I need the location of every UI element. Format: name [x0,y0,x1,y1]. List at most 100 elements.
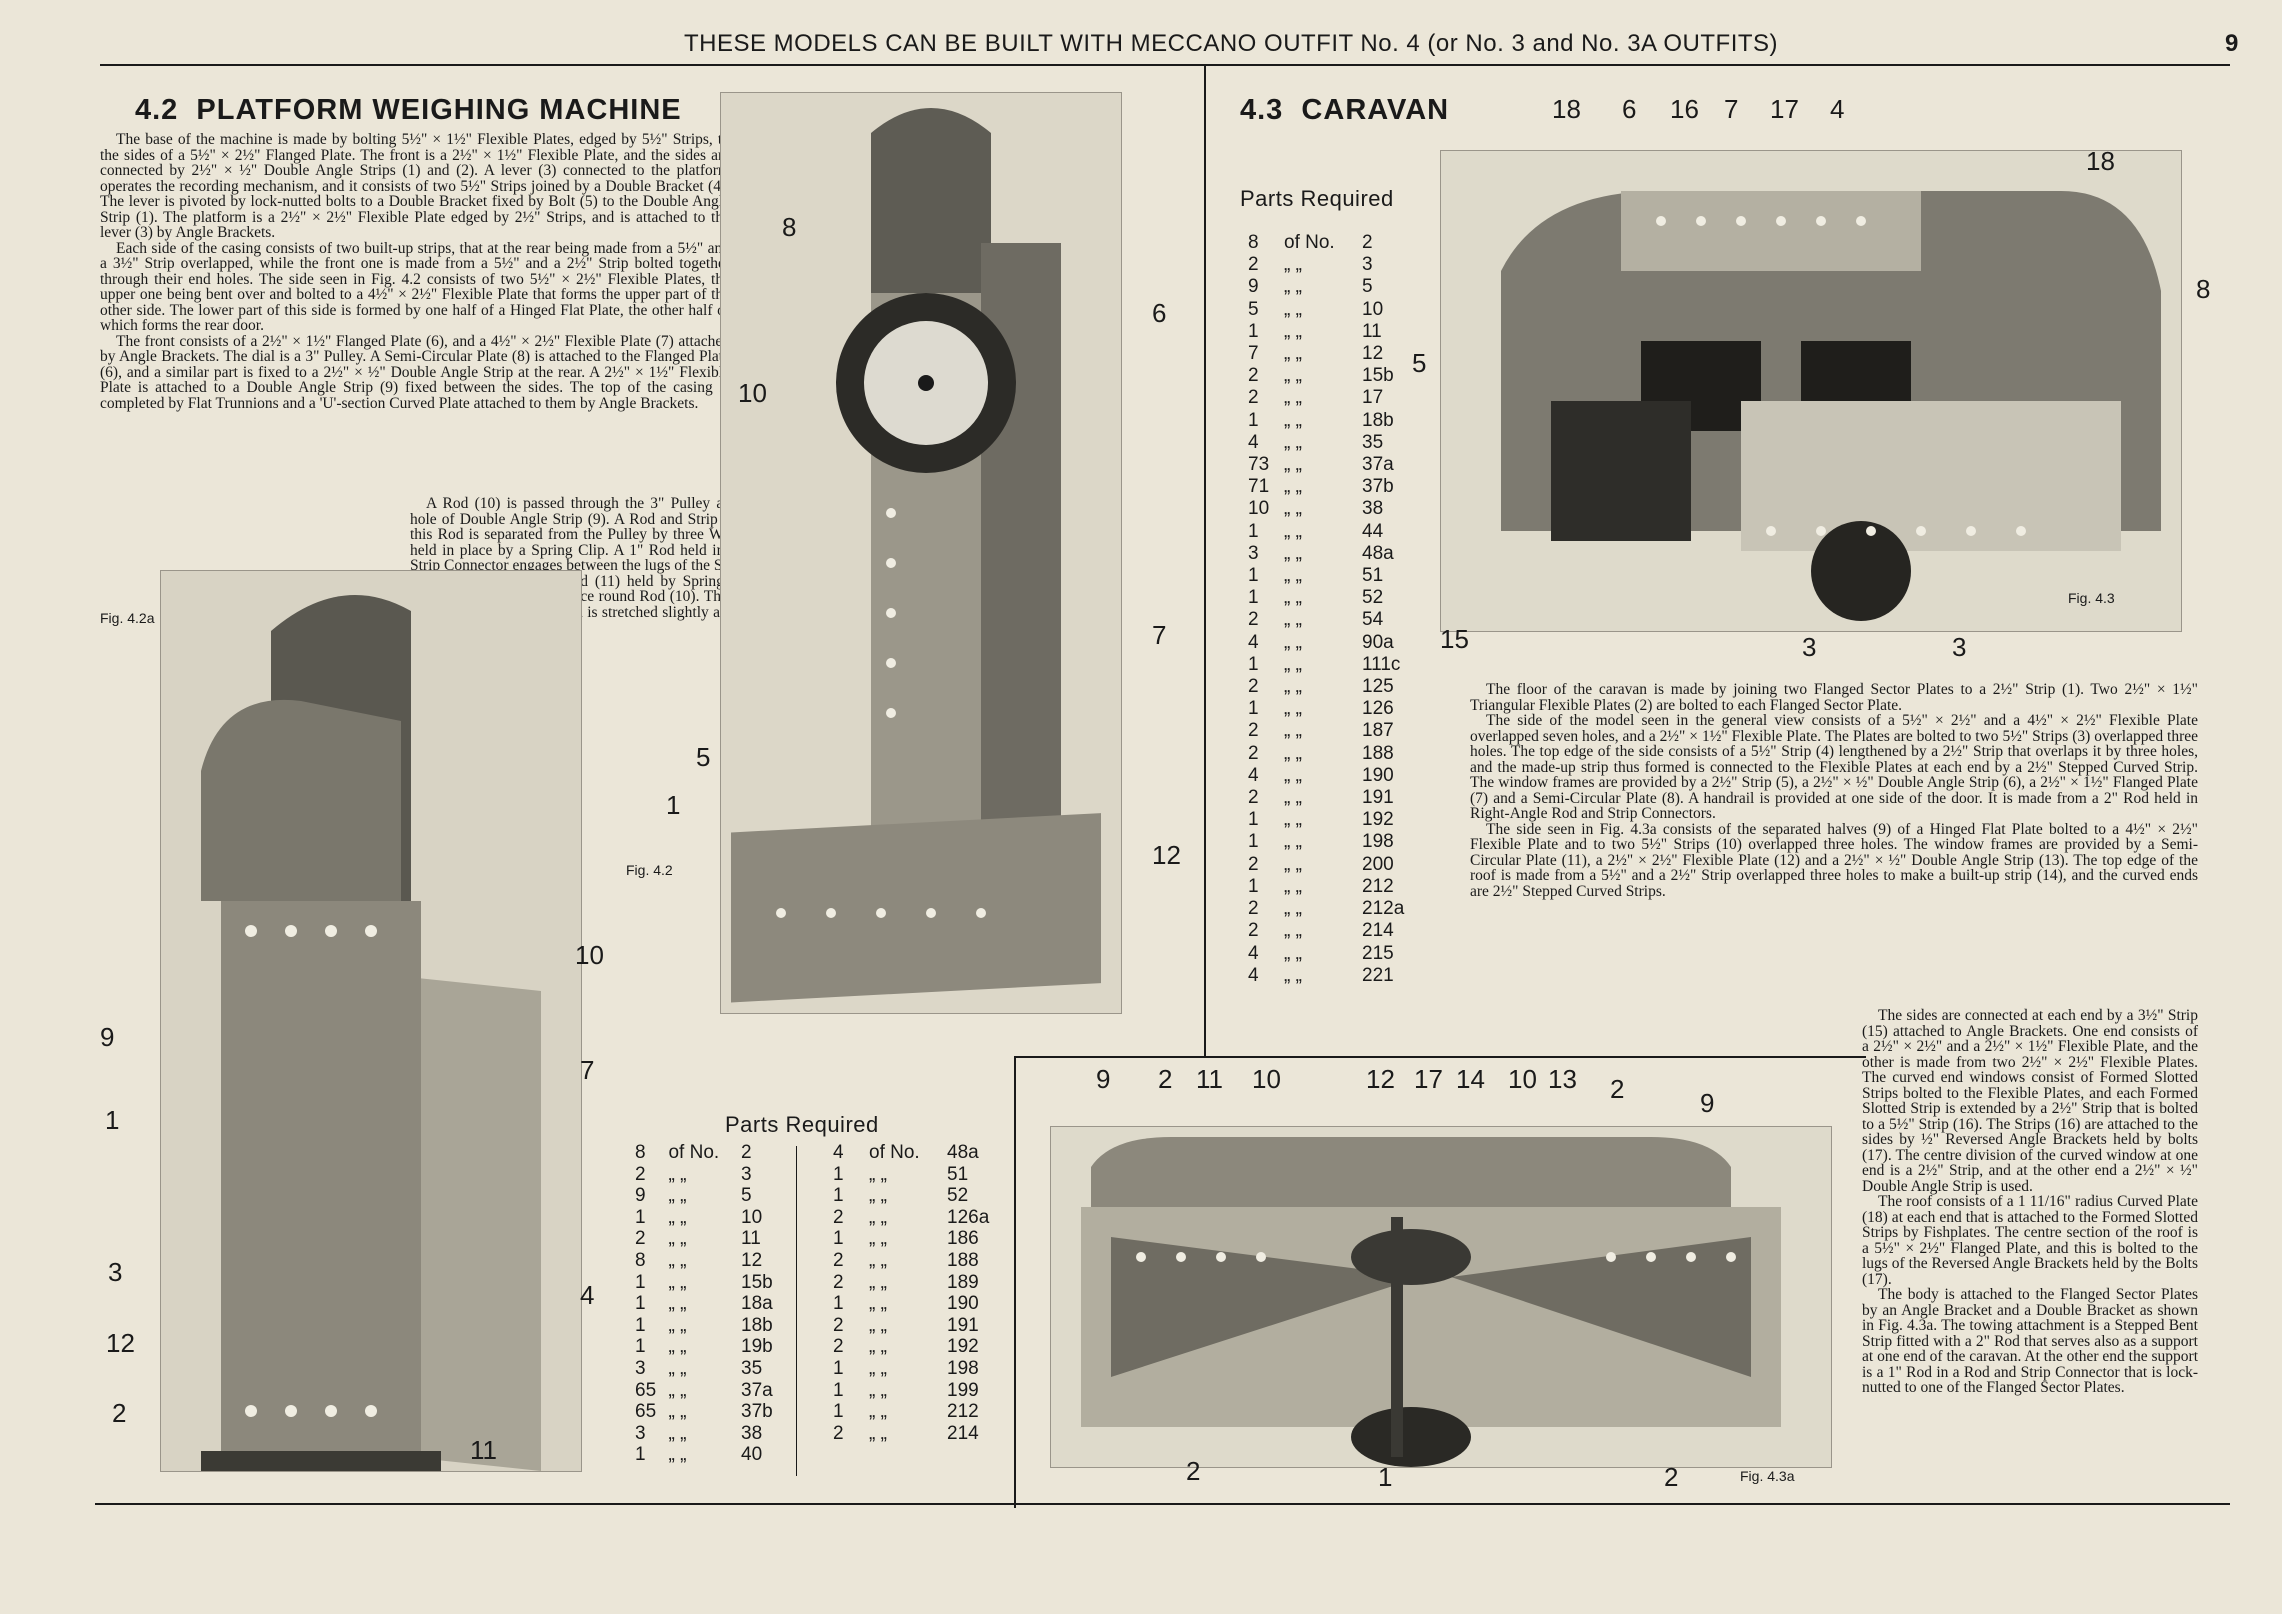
parts-row: 2„ „191 [1248,787,1394,809]
fig-43a-callout-10-right: 10 [1508,1064,1537,1094]
section-43-paragraph-5: The roof consists of a 1 11/16" radius C… [1862,1193,2198,1288]
parts-row: 1„ „198 [1248,831,1394,853]
parts-row: 1„ „18b [1248,409,1394,431]
parts-row: 2„ „214 [833,1422,979,1444]
parts-row: 2„ „15b [1248,365,1394,387]
fig-43-callout-5: 5 [1412,348,1427,378]
parts-row: 5„ „10 [1248,298,1384,320]
parts-row: 1„ „15b [635,1271,773,1293]
fig-43a-callout-13: 13 [1548,1064,1577,1094]
section-43-paragraph-6: The body is attached to the Flanged Sect… [1862,1286,2198,1396]
fig-43-callout-17: 17 [1770,94,1799,124]
fig-43-callout-3-left: 3 [1802,632,1817,662]
fig-42-callout-7: 7 [1152,620,1167,650]
parts-row: 2„ „188 [833,1249,979,1271]
parts-row: 1„ „18b [635,1314,773,1336]
column-divider [1204,66,1206,1056]
parts-row: 1„ „10 [635,1206,763,1228]
section-42-paragraph-3: The front consists of a 2½" × 1½" Flange… [100,332,730,412]
parts-row: 1„ „11 [1248,320,1382,342]
fig-43-callout-7: 7 [1724,94,1739,124]
parts-row: 2„ „17 [1248,387,1384,409]
parts-row: 1„ „44 [1248,520,1384,542]
parts-row: 1„ „199 [833,1379,979,1401]
parts-row: 4„ „35 [1248,431,1384,453]
parts-row: 1„ „212 [833,1401,979,1423]
section-43-paragraph-2: The side of the model seen in the genera… [1470,712,2198,822]
parts-row: 1„ „51 [833,1163,969,1185]
fig-42-illustration [721,93,1121,1013]
fig-42a-illustration [161,571,581,1471]
parts-row: 9„ „5 [635,1185,752,1207]
fig-42a-callout-10: 10 [575,940,604,970]
fig-42-callout-5: 5 [696,742,711,772]
fig-42-callout-12: 12 [1152,840,1181,870]
parts-row: 3„ „38 [635,1422,763,1444]
section-42-paragraph-1: The base of the machine is made by bolti… [100,131,730,241]
parts-row: 2„ „212a [1248,898,1405,920]
parts-row: 2„ „125 [1248,676,1394,698]
parts-row: 9„ „5 [1248,276,1373,298]
parts-row: 2„ „126a [833,1206,990,1228]
section-43-paragraph-1: The floor of the caravan is made by join… [1470,681,2198,714]
parts-row: 2„ „54 [1248,609,1384,631]
section-42-paragraph-4: A Rod (10) is passed through the 3" Pull… [410,495,808,574]
fig-43a-callout-9-left: 9 [1096,1064,1111,1094]
section-43-text-upper: The floor of the caravan is made by join… [1470,682,2198,899]
parts-row: 3„ „48a [1248,542,1394,564]
fig-43a-callout-11: 11 [1196,1064,1223,1094]
parts-row: 8„ „12 [635,1249,763,1271]
fig-43a-callout-12: 12 [1366,1064,1395,1094]
parts-row: 1„ „126 [1248,698,1394,720]
parts-row: 1„ „190 [833,1293,979,1315]
fig-43-callout-3-right: 3 [1952,632,1967,662]
fig-43-callout-8: 8 [2196,274,2211,304]
parts-row: 1„ „52 [1248,587,1384,609]
header-rule [100,64,2230,66]
parts-row: 2„ „187 [1248,720,1394,742]
parts-row: 1„ „192 [1248,809,1394,831]
parts-row: 2„ „3 [1248,254,1373,276]
fig-42a-callout-2: 2 [112,1398,127,1428]
section-43-paragraph-3: The side seen in Fig. 4.3a consists of t… [1470,820,2198,900]
parts-divider [796,1146,797,1476]
parts-row: 1„ „52 [833,1185,969,1207]
section-43-text-lower: The sides are connected at each end by a… [1862,1008,2198,1396]
parts-row: 2„ „188 [1248,742,1394,764]
parts-row: 2„ „11 [635,1228,761,1250]
fig-42a-label: Fig. 4.2a [100,610,155,626]
parts-row: 4„ „190 [1248,764,1394,786]
parts-row: 1„ „111c [1248,653,1401,675]
parts-row: 4„ „215 [1248,942,1394,964]
parts-row: 7„ „12 [1248,343,1384,365]
section-43-heading: 4.3 CARAVAN [1240,94,1450,126]
fig-43a-label: Fig. 4.3a [1740,1468,1795,1484]
fig-42-photo [720,92,1122,1014]
section-42-heading: 4.2 PLATFORM WEIGHING MACHINE [135,94,682,126]
fig-42a-callout-9: 9 [100,1022,115,1052]
parts-row: 2„ „214 [1248,920,1394,942]
footer-rule [95,1503,2230,1505]
fig-43a-callout-2-bottom-left: 2 [1186,1456,1201,1486]
fig-43a-callout-2-right: 2 [1610,1074,1625,1104]
fig-43-callout-6: 6 [1622,94,1637,124]
page-number: 9 [2225,30,2239,57]
fig-43-callout-4: 4 [1830,94,1845,124]
parts-row: 2„ „192 [833,1336,979,1358]
parts-row: 1„ „186 [833,1228,979,1250]
fig-43-illustration [1441,151,2181,631]
fig-42a-photo [160,570,582,1472]
section-42-paragraph-2: Each side of the casing consists of two … [100,239,730,334]
page-header-title: THESE MODELS CAN BE BUILT WITH MECCANO O… [684,30,1779,57]
fig-43a-frame [1014,1056,1866,1508]
fig-42-callout-10: 10 [738,378,767,408]
parts-row: 1„ „198 [833,1357,979,1379]
parts-row: 71„ „37b [1248,476,1394,498]
parts-row: 2„ „189 [833,1271,979,1293]
fig-43a-callout-17: 17 [1414,1064,1443,1094]
fig-42a-callout-12: 12 [106,1328,135,1358]
parts-row: 1„ „18a [635,1293,773,1315]
fig-42a-callout-7: 7 [580,1055,595,1085]
fig-42-callout-8: 8 [782,212,797,242]
